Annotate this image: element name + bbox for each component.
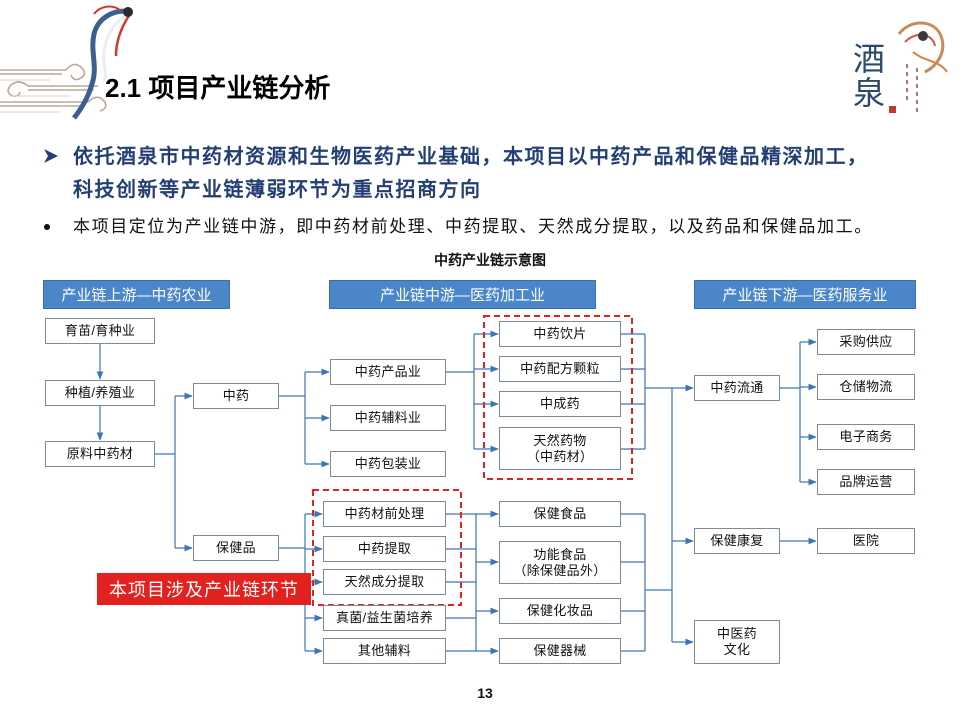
node-label: 保健食品	[533, 506, 587, 521]
node-label: 中成药	[540, 396, 580, 411]
page-number: 13	[477, 685, 493, 701]
logo-seal	[889, 106, 896, 113]
node-decoction-pieces: 中药饮片	[499, 321, 621, 347]
line-tcm-bus	[279, 372, 306, 464]
fairy-head	[123, 7, 133, 17]
node-patent-medicine: 中成药	[499, 391, 621, 417]
logo-small-script	[906, 64, 918, 112]
node-functional-food: 功能食品 （除保健品外）	[499, 541, 621, 584]
fairy-ribbon	[114, 13, 132, 57]
cloud-line	[0, 69, 66, 75]
stage-header-midstream: 产业链中游—医药加工业	[329, 280, 596, 309]
node-health-products: 保健品	[193, 535, 279, 561]
logo-fairy-ribbon	[912, 51, 948, 73]
logo-fairy-robe	[897, 21, 945, 74]
cloud-line	[0, 101, 88, 107]
highlight-frame-processing	[312, 489, 462, 606]
node-health-rehab: 保健康复	[694, 528, 780, 554]
fairy-robe	[72, 8, 133, 120]
connector-health-split	[279, 510, 323, 655]
node-ecommerce: 电子商务	[817, 424, 915, 450]
node-label: 保健康复	[710, 533, 764, 548]
connector-tcm-products-split	[446, 330, 499, 453]
node-fungi-probiotic-culture: 真菌/益生菌培养	[323, 605, 446, 631]
line-distribution-bus	[780, 342, 801, 482]
cloud-shading	[0, 79, 70, 113]
fairy-sleeve	[102, 14, 127, 83]
logo-fairy-head	[918, 31, 928, 41]
connector-tcm-split	[279, 368, 330, 468]
node-brand-operation: 品牌运营	[817, 469, 915, 495]
highlight-label: 本项目涉及产业链环节	[97, 573, 311, 605]
node-label-line-2: 文化	[723, 642, 751, 657]
node-label: 中药配方颗粒	[520, 361, 600, 376]
node-tcm-extraction: 中药提取	[323, 536, 446, 562]
node-herb-pretreatment: 中药材前处理	[323, 501, 446, 527]
logo-char-jiu: 酒	[853, 41, 885, 77]
node-health-food: 保健食品	[499, 501, 621, 527]
line-raw-herbs-bus	[155, 396, 176, 548]
page-title: 2.1 项目产业链分析	[105, 73, 331, 103]
node-label-line-2: （除保健品外）	[513, 562, 607, 578]
cloud-swirl	[65, 63, 86, 81]
connector-health-processing-bus	[446, 510, 499, 655]
node-label-line-1: 天然药物	[533, 432, 587, 448]
node-label: 保健器械	[533, 643, 587, 658]
node-natural-drugs: 天然药物 （中药材）	[499, 427, 621, 470]
cloud-line	[28, 85, 98, 91]
logo-fairy-figure	[897, 21, 948, 74]
line-tcm-products-bus	[446, 334, 475, 449]
cloud-pattern	[0, 63, 107, 112]
node-formula-granules: 中药配方颗粒	[499, 356, 621, 382]
node-label: 保健化妆品	[526, 603, 594, 618]
node-health-cosmetics: 保健化妆品	[499, 598, 621, 624]
node-tcm-distribution: 中药流通	[694, 375, 780, 401]
flying-fairy-figure	[72, 5, 133, 120]
cloud-swirl	[87, 96, 107, 112]
bullet-arrow-shape	[44, 149, 58, 163]
node-natural-extraction: 天然成分提取	[323, 569, 446, 595]
node-tcm-packaging-industry: 中药包装业	[330, 451, 446, 477]
node-label-line-1: 中医药	[717, 626, 757, 641]
node-health-devices: 保健器械	[499, 638, 621, 664]
highlight-frame-tcm-products	[483, 315, 633, 480]
node-label: 中药饮片	[533, 326, 587, 341]
node-other-excipients: 其他辅料	[323, 638, 446, 664]
diagram-title: 中药产业链示意图	[434, 252, 546, 268]
node-hospital: 医院	[817, 528, 915, 554]
bullet-1-line-2: 科技创新等产业链薄弱环节为重点招商方向	[73, 179, 482, 201]
node-planting-breeding: 种植/养殖业	[45, 380, 155, 406]
logo-char-quan: 泉	[853, 75, 885, 111]
node-label-line-1: 功能食品	[533, 546, 587, 562]
node-tcm-culture: 中医药 文化	[694, 620, 780, 664]
stage-header-downstream: 产业链下游—医药服务业	[694, 280, 916, 309]
node-label: 中药流通	[710, 380, 764, 395]
node-tcm: 中药	[193, 383, 279, 409]
jiuquan-logo: 酒 泉	[853, 21, 948, 113]
node-raw-herbs: 原料中药材	[45, 441, 155, 467]
line-health-products-to-services	[621, 513, 672, 652]
node-tcm-products-industry: 中药产品业	[330, 359, 446, 385]
fairy-ribbon	[93, 5, 121, 15]
node-tcm-excipients-industry: 中药辅料业	[330, 405, 446, 431]
bullet-dot-icon	[44, 224, 50, 230]
header-decoration-left	[0, 5, 133, 120]
bullet-2-text: 本项目定位为产业链中游，即中药材前处理、中药提取、天然成分提取，以及药品和保健品…	[73, 217, 873, 236]
stage-header-upstream: 产业链上游—中药农业	[43, 280, 230, 309]
bullet-arrow-icon	[44, 149, 58, 163]
node-procurement: 采购供应	[817, 329, 915, 355]
line-tcm-products-to-services	[621, 333, 672, 450]
connector-distribution-split	[780, 338, 817, 486]
bullet-1-line-1: 依托酒泉市中药材资源和生物医药产业基础，本项目以中药产品和保健品精深加工，	[73, 146, 869, 168]
node-seedling-breeding: 育苗/育种业	[45, 318, 155, 344]
connector-raw-herbs-split	[155, 392, 193, 552]
node-warehousing-logistics: 仓储物流	[817, 374, 915, 400]
cloud-line	[0, 79, 70, 113]
node-label-line-2: （中药材）	[526, 448, 594, 464]
